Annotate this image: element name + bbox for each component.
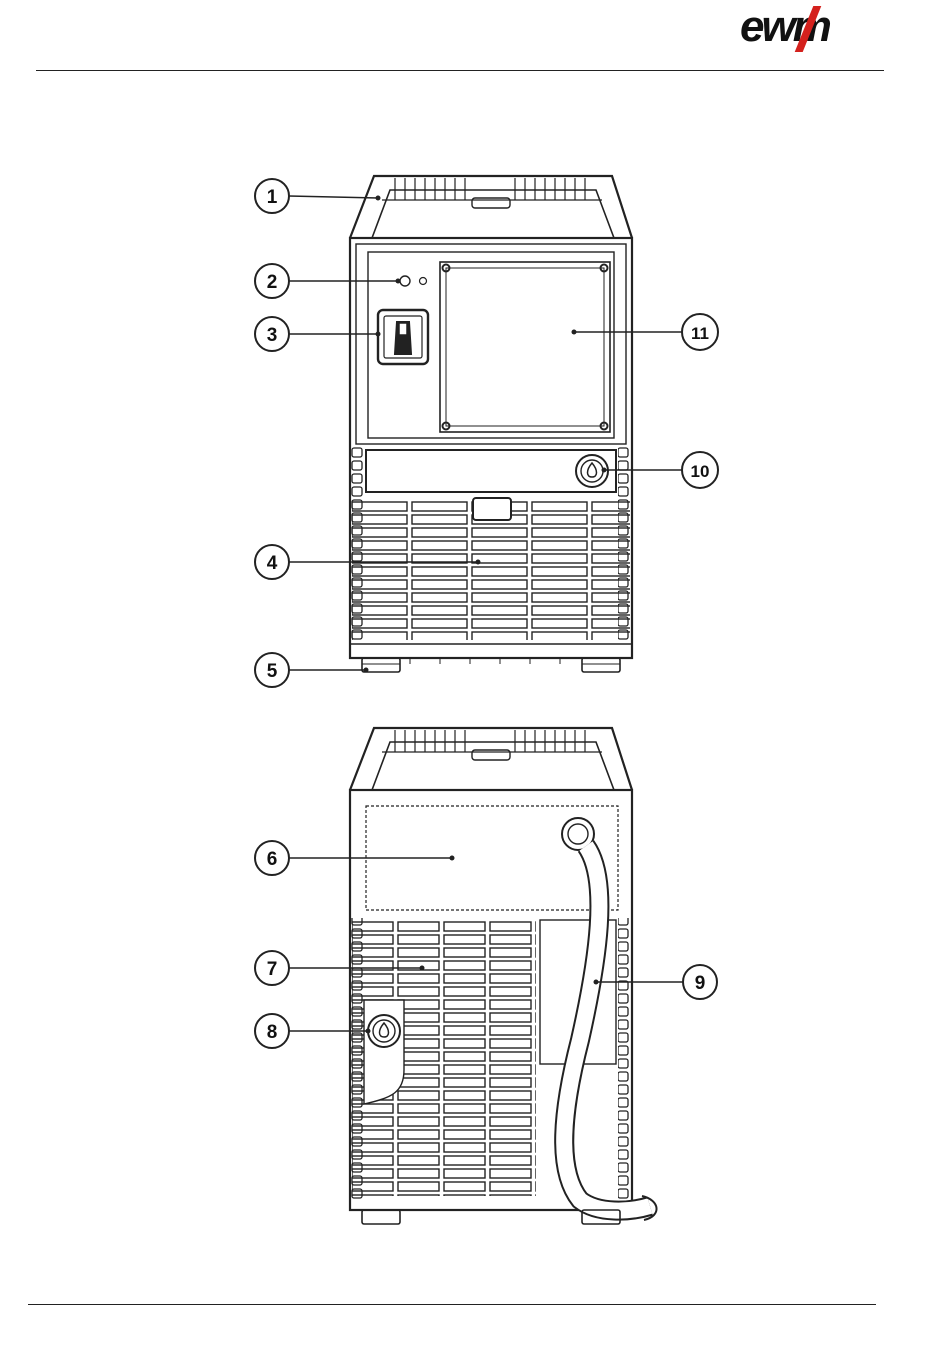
callout-label: 7 (267, 959, 278, 980)
callout-2: 2 (255, 264, 401, 298)
mains-cable (562, 818, 657, 1220)
callout-label: 11 (691, 324, 709, 343)
callout-11: 11 (572, 314, 719, 350)
signal-lamp (400, 276, 410, 286)
front-handle (350, 176, 632, 238)
callout-label: 10 (691, 462, 710, 481)
callout-6: 6 (255, 841, 455, 875)
rear-view (350, 728, 657, 1224)
main-switch (378, 310, 428, 364)
front-view (350, 176, 632, 672)
rear-handle (350, 728, 632, 790)
callout-label: 4 (267, 553, 278, 574)
callout-3: 3 (255, 317, 381, 351)
callout-label: 6 (267, 849, 278, 870)
callout-label: 1 (267, 187, 278, 208)
callout-9: 9 (594, 965, 718, 999)
callout-label: 9 (695, 973, 706, 994)
callout-label: 8 (267, 1022, 278, 1043)
callout-label: 2 (267, 272, 278, 293)
cover-panel (440, 262, 610, 432)
callout-label: 5 (267, 661, 278, 682)
callout-label: 3 (267, 325, 278, 346)
